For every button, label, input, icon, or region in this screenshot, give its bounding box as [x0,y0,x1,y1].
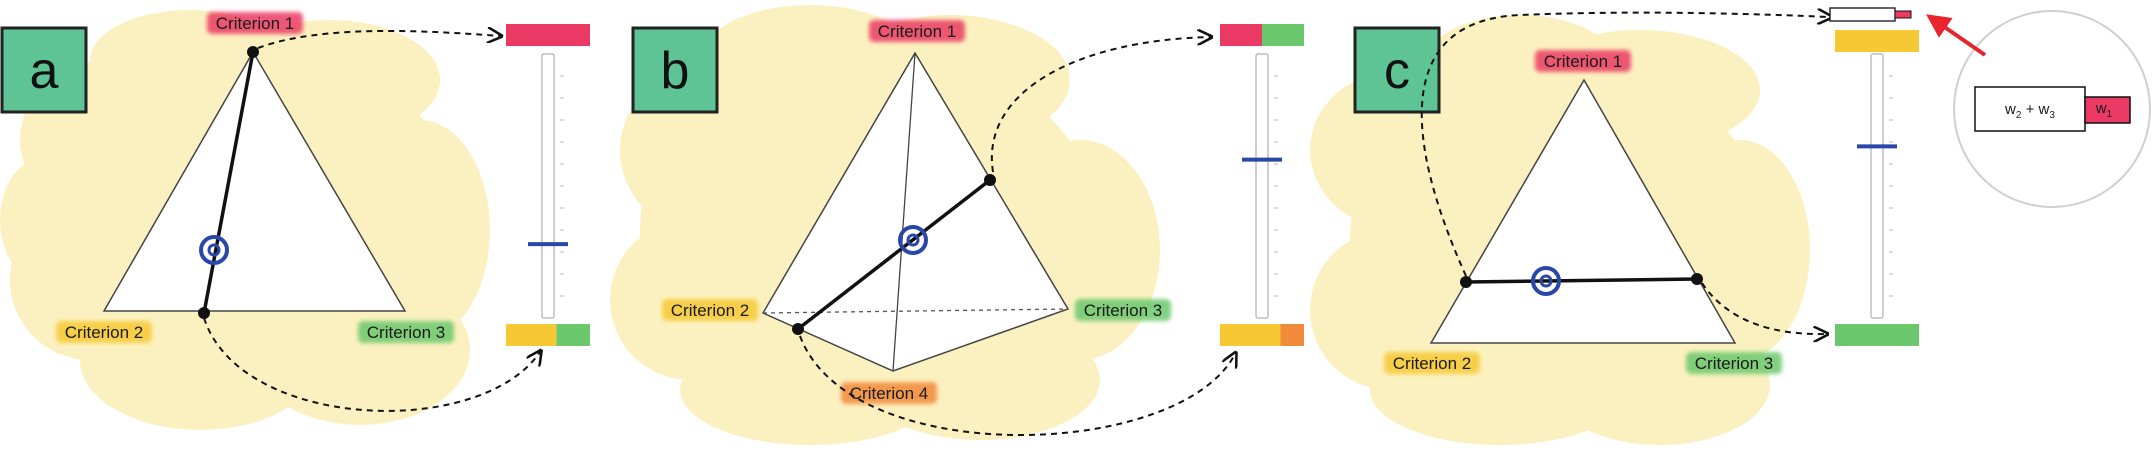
panel-b-label-c1: Criterion 1 [869,20,965,42]
panel-a-arrow-top [257,31,500,49]
panel-a-label-c1: Criterion 1 [207,12,303,34]
svg-text:Criterion 1: Criterion 1 [1544,52,1622,71]
slider-a-bottom-cap-left [506,324,557,346]
panel-a-label-c3: Criterion 3 [358,321,454,343]
panel-a-label-c2: Criterion 2 [56,321,152,343]
panel-c-dot-left [1460,276,1472,288]
panel-c-mini-weight-bar [1829,7,1912,22]
panel-a: a Criterion 1 Criterion 2 Criterion 3 [0,10,540,430]
panel-a-weight-marker [199,235,229,265]
panel-b-weight-marker [898,225,928,255]
svg-text:Criterion 2: Criterion 2 [65,323,143,342]
slider-c-bottom-cap [1835,324,1919,346]
slider-b-top-cap-right [1262,24,1304,46]
panel-c-label-c2: Criterion 2 [1384,352,1480,374]
panel-c-dot-right [1691,273,1703,285]
inset-pointer-arrow [1926,14,1987,57]
svg-text:Criterion 2: Criterion 2 [671,301,749,320]
panel-b-tetra-edge-front [892,52,916,372]
slider-b-bottom-cap-right [1280,324,1304,346]
panel-a-arrow-bottom [203,317,540,412]
panel-c-triangle [1429,78,1737,344]
panel-c-badge: c [1353,26,1441,114]
panel-b-badge: b [631,26,719,114]
slider-b-track [1255,53,1269,319]
panel-a-edge-dot [198,307,210,319]
panel-b-label-c2: Criterion 2 [662,299,758,321]
panel-a-slice-line [202,51,255,314]
panel-b-tetra-edge-hidden [762,308,1069,314]
panel-a-triangle [102,50,407,312]
panel-c-arrow-top [1420,13,1830,277]
svg-text:Criterion 1: Criterion 1 [878,22,956,41]
panel-a-badge: a [0,26,88,114]
panel-b-arrow-bottom [799,335,1235,436]
panel-a-letter: a [30,42,59,100]
inset-w2-w3-label: w2 + w3 [2004,101,2055,121]
svg-text:Criterion 2: Criterion 2 [1393,354,1471,373]
inset-w1-label: w1 [2095,100,2113,120]
svg-text:Criterion 3: Criterion 3 [1695,354,1773,373]
panel-b-label-c3: Criterion 3 [1075,299,1171,321]
slider-a-bottom-cap-right [556,324,590,346]
svg-text:Criterion 3: Criterion 3 [367,323,445,342]
svg-text:Criterion 1: Criterion 1 [216,14,294,33]
slider-b-bottom-cap-left [1220,324,1281,346]
slider-a-track [541,53,555,319]
panel-c-slice-line [1465,277,1698,284]
panel-c-inset: w2 + w3 w1 [1953,10,2151,208]
panel-c: c Criterion 1 Criterion 2 Criterion 3 [1310,7,2151,445]
panel-b-dot-upper [984,174,996,186]
svg-text:Criterion 4: Criterion 4 [850,384,928,403]
panel-b-slice-line [796,178,992,331]
slider-c-track [1870,53,1884,319]
panel-c-letter: c [1384,42,1410,100]
slider-c-top-cap [1835,30,1919,52]
panel-c-arrow-right [1701,282,1826,334]
svg-text:Criterion 3: Criterion 3 [1084,301,1162,320]
panel-c-label-c3: Criterion 3 [1686,352,1782,374]
slider-a-top-cap [506,24,590,46]
panel-b: b Criterion 1 Criterion 2 Criterion 3 Cr… [610,5,1235,445]
panel-a-vertex-dot [247,46,259,58]
slider-b-top-cap-left [1220,24,1262,46]
panel-c-weight-marker [1531,266,1561,296]
panel-b-label-c4: Criterion 4 [841,382,937,404]
panel-c-label-c1: Criterion 1 [1535,50,1631,72]
panel-b-dot-lower [792,323,804,335]
panel-b-letter: b [661,42,690,100]
sliders [506,24,1919,346]
